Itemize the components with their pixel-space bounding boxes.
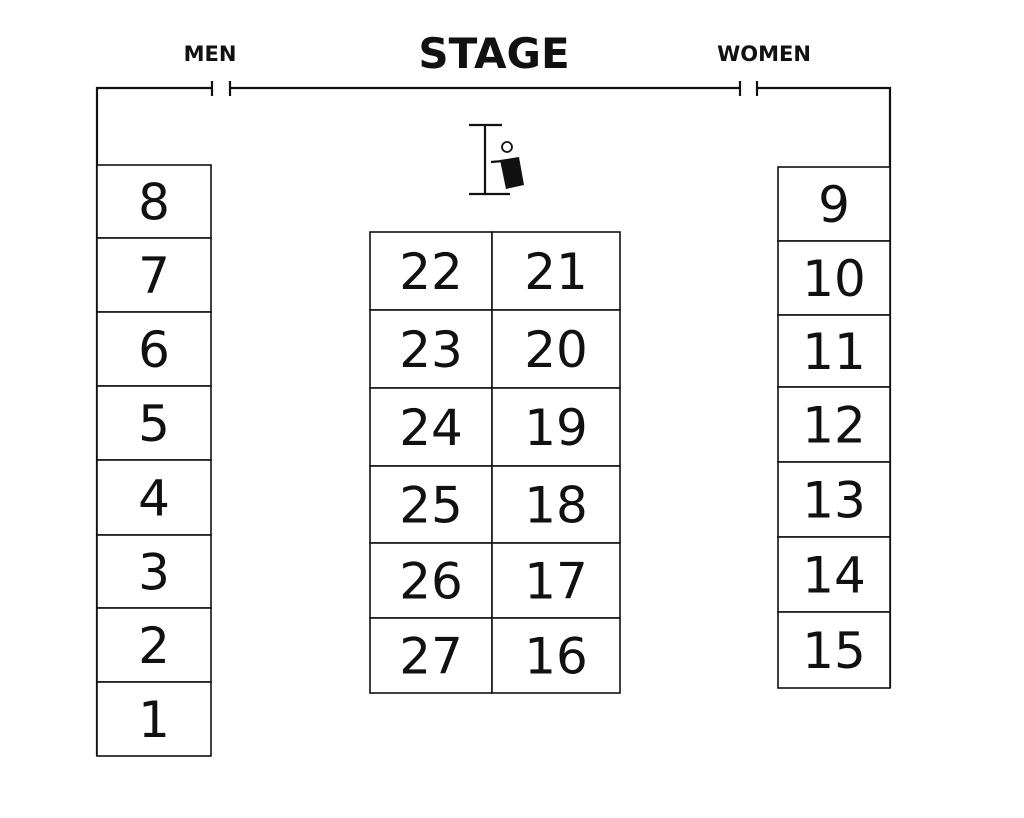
table-number: 21: [524, 243, 588, 301]
table-number: 19: [524, 399, 588, 457]
table-number: 3: [138, 544, 170, 602]
table-number: 16: [524, 628, 588, 686]
table-box: [491, 617, 621, 694]
table-number: 6: [138, 321, 170, 379]
table-number: 15: [802, 622, 866, 680]
table-box: [369, 542, 493, 619]
table-box: [96, 534, 212, 609]
table-number: 14: [802, 547, 866, 605]
table-center-left[interactable]: 23: [369, 309, 493, 389]
table-box: [777, 461, 891, 538]
table-left[interactable]: 4: [96, 459, 212, 536]
table-box: [491, 387, 621, 467]
table-right[interactable]: 14: [777, 536, 891, 613]
table-box: [96, 164, 212, 239]
table-center-right[interactable]: 20: [491, 309, 621, 389]
podium-speaker-icon: [469, 123, 524, 196]
table-box: [96, 385, 212, 461]
table-left[interactable]: 1: [96, 681, 212, 757]
table-number: 22: [399, 243, 463, 301]
table-box: [777, 314, 891, 388]
table-number: 18: [524, 477, 588, 535]
table-box: [369, 387, 493, 467]
table-box: [777, 611, 891, 689]
table-number: 9: [818, 176, 850, 234]
table-left[interactable]: 6: [96, 311, 212, 387]
table-box: [491, 231, 621, 311]
table-box: [369, 465, 493, 544]
table-box: [369, 617, 493, 694]
table-center-left[interactable]: 26: [369, 542, 493, 619]
table-box: [491, 309, 621, 389]
table-left[interactable]: 3: [96, 534, 212, 609]
table-box: [96, 607, 212, 683]
table-number: 8: [138, 174, 170, 232]
table-center-right[interactable]: 16: [491, 617, 621, 694]
table-center-right[interactable]: 17: [491, 542, 621, 619]
tables: 8765432191011121314152223242526272120191…: [96, 164, 891, 757]
table-right[interactable]: 10: [777, 240, 891, 316]
stage-label: STAGE: [418, 29, 569, 78]
men-entrance-label: MEN: [184, 42, 237, 66]
table-number: 11: [802, 323, 866, 381]
table-right[interactable]: 11: [777, 314, 891, 388]
table-number: 13: [802, 472, 866, 530]
table-number: 17: [524, 553, 588, 611]
table-right[interactable]: 12: [777, 386, 891, 463]
table-center-right[interactable]: 18: [491, 465, 621, 544]
table-number: 4: [138, 470, 170, 528]
table-number: 27: [399, 628, 463, 686]
table-number: 2: [138, 617, 170, 675]
table-number: 23: [399, 321, 463, 379]
table-right[interactable]: 15: [777, 611, 891, 689]
table-box: [96, 459, 212, 536]
table-center-left[interactable]: 22: [369, 231, 493, 311]
table-number: 12: [802, 397, 866, 455]
table-box: [777, 386, 891, 463]
table-box: [96, 237, 212, 313]
table-number: 7: [138, 247, 170, 305]
table-center-right[interactable]: 21: [491, 231, 621, 311]
table-left[interactable]: 7: [96, 237, 212, 313]
table-center-right[interactable]: 19: [491, 387, 621, 467]
table-box: [777, 536, 891, 613]
table-center-left[interactable]: 24: [369, 387, 493, 467]
table-box: [777, 166, 891, 242]
table-box: [96, 311, 212, 387]
table-right[interactable]: 13: [777, 461, 891, 538]
table-box: [777, 240, 891, 316]
women-entrance-label: WOMEN: [717, 42, 811, 66]
table-number: 1: [138, 691, 170, 749]
table-number: 25: [399, 477, 463, 535]
table-box: [369, 231, 493, 311]
table-number: 20: [524, 321, 588, 379]
table-center-left[interactable]: 25: [369, 465, 493, 544]
table-box: [369, 309, 493, 389]
table-box: [96, 681, 212, 757]
table-left[interactable]: 5: [96, 385, 212, 461]
table-number: 24: [399, 399, 463, 457]
table-number: 26: [399, 553, 463, 611]
table-number: 5: [138, 395, 170, 453]
table-center-left[interactable]: 27: [369, 617, 493, 694]
table-left[interactable]: 8: [96, 164, 212, 239]
table-number: 10: [802, 250, 866, 308]
table-left[interactable]: 2: [96, 607, 212, 683]
table-right[interactable]: 9: [777, 166, 891, 242]
